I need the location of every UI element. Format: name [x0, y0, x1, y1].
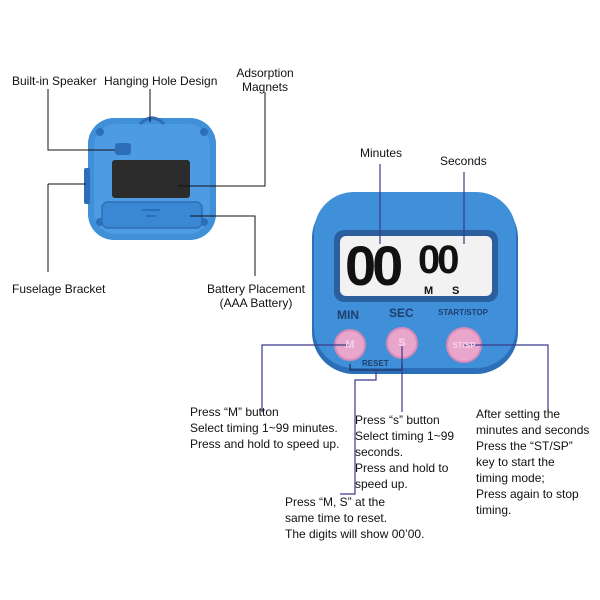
min-leader — [261, 344, 350, 412]
reset-leader — [340, 370, 377, 495]
min-button-glyph: M — [345, 339, 355, 351]
lcd-unit-m: M — [424, 285, 434, 297]
sec-button-label: SEC — [389, 306, 414, 320]
speaker-leader — [47, 89, 115, 151]
label-adsorption-magnets: Adsorption Magnets — [236, 66, 294, 94]
magnet-plate — [112, 160, 190, 198]
note-start-stop-button: After setting the minutes and seconds Pr… — [476, 407, 590, 517]
timer-back-view — [84, 116, 216, 240]
speaker-grille — [115, 143, 131, 155]
lcd-unit-s: S — [452, 285, 460, 297]
fuselage-bracket — [84, 168, 90, 204]
lcd-digits-seconds: 00 — [418, 238, 459, 282]
note-reset: Press “M, S” at the same time to reset. … — [285, 495, 425, 541]
battery-leader — [190, 215, 256, 276]
start-stop-button-label: START/STOP — [438, 308, 488, 317]
hanging-hole — [138, 116, 166, 126]
reset-label: RESET — [362, 359, 389, 368]
screw-icon — [200, 128, 208, 136]
sec-button-glyph: S — [398, 337, 406, 349]
min-button-label: MIN — [337, 308, 359, 322]
label-minutes: Minutes — [360, 146, 403, 160]
magnets-leader — [178, 92, 266, 187]
label-seconds: Seconds — [440, 154, 487, 168]
lcd-screen — [340, 236, 492, 296]
note-min-button: Press “M” button Select timing 1~99 minu… — [190, 405, 340, 451]
screw-icon — [96, 128, 104, 136]
battery-arrow-icon — [142, 209, 160, 217]
note-sec-button: Press “s” button Select timing 1~99 seco… — [355, 413, 455, 491]
front-leader-lines — [261, 164, 549, 495]
label-fuselage-bracket: Fuselage Bracket — [12, 282, 106, 296]
label-battery-placement: Battery Placement (AAA Battery) — [206, 282, 306, 310]
start-leader — [464, 344, 549, 412]
label-built-in-speaker: Built-in Speaker — [12, 74, 97, 88]
label-hanging-hole: Hanging Hole Design — [104, 74, 218, 88]
lcd-digits-minutes: 00 — [345, 234, 403, 297]
timer-front-view — [312, 192, 518, 374]
back-leader-lines — [47, 89, 266, 276]
start-stop-button-glyph: ST/SP — [452, 341, 476, 350]
